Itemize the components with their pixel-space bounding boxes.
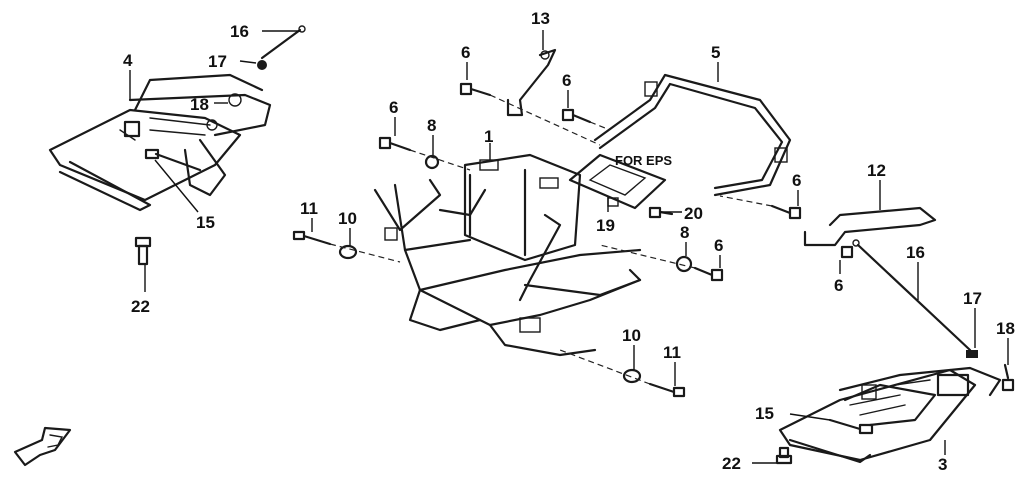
- callout-6: 6: [461, 43, 470, 62]
- callout-16: 16: [230, 22, 249, 41]
- bolt-6-b: [561, 108, 592, 124]
- callout-8: 8: [427, 116, 436, 135]
- callout-8: 8: [680, 223, 689, 242]
- guard-bar: [593, 73, 792, 197]
- callout-19: 19: [596, 216, 615, 235]
- washer-8-b: [675, 255, 693, 273]
- callout-13: 13: [531, 9, 550, 28]
- bolt-15-left: [144, 148, 202, 172]
- callout-4: 4: [123, 51, 133, 70]
- callout-10: 10: [338, 209, 357, 228]
- bolt-6-c: [378, 136, 412, 152]
- nut-17-left: [257, 60, 267, 70]
- bolt-22-left: [134, 236, 152, 266]
- bracket-13: [506, 48, 557, 117]
- callout-22: 22: [131, 297, 150, 316]
- callout-11: 11: [300, 199, 318, 218]
- callout-12: 12: [867, 161, 886, 180]
- bolt-18-right: [1001, 363, 1015, 392]
- callout-20: 20: [684, 204, 703, 223]
- callout-18: 18: [996, 319, 1015, 338]
- callout-6: 6: [714, 236, 723, 255]
- callout-15: 15: [196, 213, 215, 232]
- bracket-assembly-right: [778, 366, 1002, 464]
- callout-10: 10: [622, 326, 641, 345]
- callout-3: 3: [938, 455, 947, 474]
- leader-lines: [129, 30, 1009, 464]
- callout-17: 17: [963, 289, 982, 308]
- bolt-6-e: [693, 266, 724, 282]
- bracket-12: [803, 206, 937, 247]
- nut-17-right: [966, 350, 978, 358]
- callout-6: 6: [834, 276, 843, 295]
- callout-1: 1: [484, 127, 493, 146]
- washer-8-a: [424, 154, 440, 170]
- bolt-22-right: [775, 446, 793, 465]
- washer-10-b: [622, 368, 642, 384]
- eps-note: FOR EPS: [615, 153, 672, 168]
- bolt-6-f: [840, 245, 854, 259]
- callout-6: 6: [389, 98, 398, 117]
- bolt-15-right: [828, 418, 874, 435]
- callout-18: 18: [190, 95, 209, 114]
- callout-labels: 1 3 4 5 6 6 6 6 6 6 8 8 10 10 11 11 12 1…: [123, 9, 1015, 474]
- bolt-6-d: [770, 204, 802, 220]
- callout-15: 15: [755, 404, 774, 423]
- front-arrow-icon: [13, 426, 72, 467]
- main-frame: [373, 153, 642, 357]
- washer-10-a: [338, 244, 358, 260]
- callout-11: 11: [663, 343, 681, 362]
- callout-6: 6: [792, 171, 801, 190]
- bolt-6-a: [459, 82, 492, 97]
- callout-22: 22: [722, 454, 741, 473]
- assembly-guides: [329, 94, 773, 385]
- callout-6: 6: [562, 71, 571, 90]
- callout-16: 16: [906, 243, 925, 262]
- bracket-assembly-left: [48, 73, 272, 212]
- bolt-11-a: [292, 230, 332, 246]
- bolt-11-b: [648, 382, 686, 398]
- rod-16-right: [852, 239, 972, 352]
- rod-16-left: [260, 25, 306, 60]
- callout-17: 17: [208, 52, 227, 71]
- callout-5: 5: [711, 43, 720, 62]
